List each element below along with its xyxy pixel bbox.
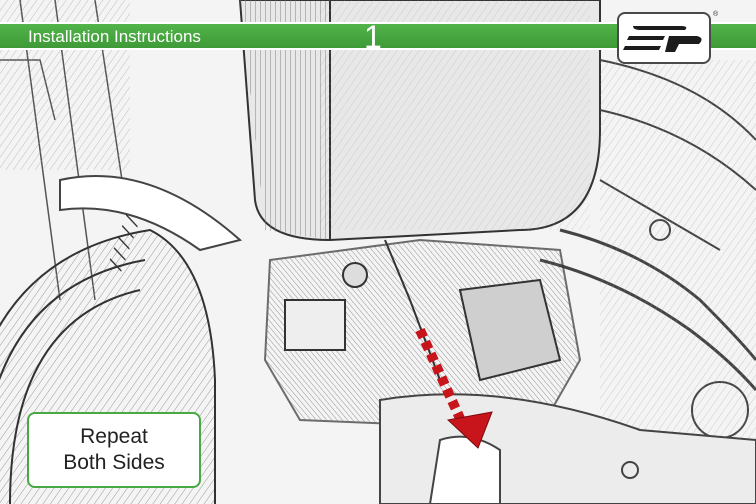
step-number: 1: [364, 21, 382, 53]
callout-line-2: Both Sides: [29, 450, 199, 476]
header-title: Installation Instructions: [28, 26, 201, 48]
repeat-both-sides-callout: Repeat Both Sides: [27, 412, 201, 488]
brand-logo: [617, 12, 711, 64]
callout-line-1: Repeat: [29, 424, 199, 450]
registered-mark: ®: [713, 11, 718, 18]
ep-logo-icon: [619, 14, 709, 62]
